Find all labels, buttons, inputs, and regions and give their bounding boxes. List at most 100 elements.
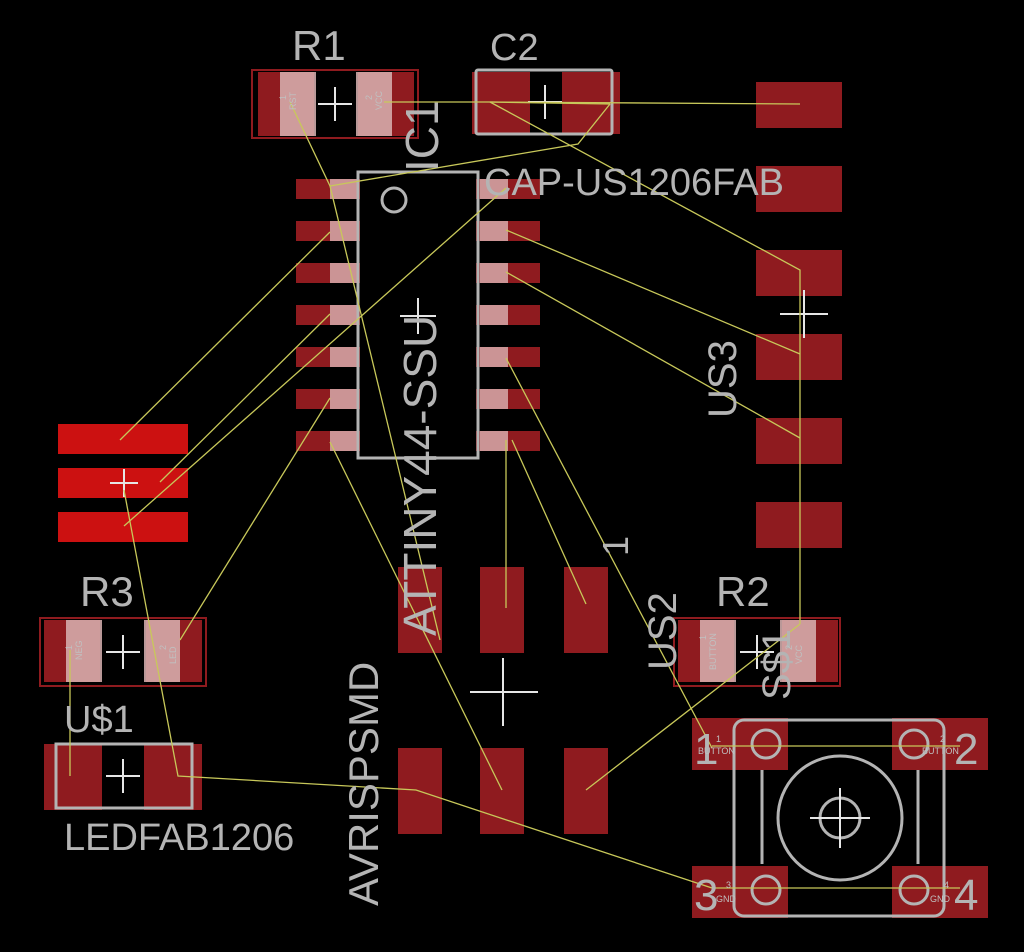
- sw-pin-2: 2: [954, 725, 978, 774]
- r1-pad1-num: 1: [278, 95, 288, 100]
- r2-pad1-num: 1: [698, 635, 708, 640]
- r3-name: R3: [80, 568, 134, 615]
- ic1-value: ATTINY44-SSU: [394, 315, 446, 636]
- r2-origin: [740, 635, 774, 669]
- us3-pad-1[interactable]: [756, 82, 842, 128]
- airwire-15: [329, 441, 503, 791]
- airwire-5: [329, 103, 611, 187]
- ic1-hl-r1: [480, 179, 508, 199]
- ic1-hl-r5: [480, 347, 508, 367]
- ic1-hl-l5: [330, 347, 358, 367]
- ic1-pin1-mark: [380, 186, 408, 214]
- r3-outline: [39, 617, 207, 687]
- avr-pad-1[interactable]: [564, 567, 608, 653]
- ic1-pad-highlights: [330, 179, 508, 451]
- us1-origin: [106, 759, 140, 793]
- sw-pad4-net: GND: [930, 894, 951, 904]
- sw-pad-1[interactable]: [692, 718, 788, 770]
- r3-pad1-num: 1: [64, 645, 74, 650]
- us1-outline: [54, 742, 194, 810]
- airwire-18: [585, 623, 801, 791]
- avr-origin: [470, 658, 538, 726]
- airwire-4: [489, 101, 801, 624]
- ic1-hl-l4: [330, 305, 358, 325]
- us1-value: LEDFAB1206: [64, 817, 294, 859]
- labels: R1 C2 CAP-US1206FAB IC1 IC1 ATTINY44-SSU…: [64, 22, 978, 920]
- ic1-hl-l7: [330, 431, 358, 451]
- r1-body-left: [280, 72, 316, 136]
- r3-origin: [106, 635, 140, 669]
- c2-name: C2: [490, 27, 539, 69]
- ic1-hl-l2: [330, 221, 358, 241]
- r2-pad1-net: BUTTON: [708, 633, 718, 670]
- r2-body-left: [700, 620, 736, 682]
- ic1-hl-r4: [480, 305, 508, 325]
- ic1-hl-r2: [480, 221, 508, 241]
- sw-pad1-num: 1: [716, 734, 721, 744]
- avr-pad-4[interactable]: [480, 748, 524, 834]
- ic1-name-label: IC1: [396, 100, 448, 172]
- us3-pad-3[interactable]: [756, 250, 842, 296]
- avr-pad-5[interactable]: [398, 567, 442, 653]
- r2-pad2-net: VCC: [794, 644, 804, 664]
- sw-pad-3[interactable]: [692, 866, 788, 918]
- us3-pad-5[interactable]: [756, 418, 842, 464]
- us3-pad-6[interactable]: [756, 502, 842, 548]
- airwire-8: [505, 229, 801, 355]
- us3-pad-2[interactable]: [756, 166, 842, 212]
- r1-pad2-net: VCC: [374, 90, 384, 110]
- ic1-hl-r3: [480, 263, 508, 283]
- header-pad-1[interactable]: [58, 424, 188, 454]
- avr-pad-3[interactable]: [480, 567, 524, 653]
- r2-outline: [673, 617, 841, 687]
- ic1-outline: [356, 170, 480, 460]
- r3-body-left: [66, 620, 102, 682]
- airwire-3: [489, 101, 801, 105]
- sw-corner-3: [750, 874, 782, 906]
- ic1-hl-r7: [480, 431, 508, 451]
- ic1-hl-l6: [330, 389, 358, 409]
- r1-pad2-num: 2: [364, 95, 374, 100]
- sw-pad3-num: 3: [726, 880, 731, 890]
- airwire-14: [511, 439, 587, 605]
- r1-outline: [251, 69, 419, 139]
- avr-name: AVRISPSMD: [340, 662, 387, 906]
- sw-name: S$1: [755, 629, 799, 700]
- us1-pad-1[interactable]: [44, 744, 102, 810]
- avr-pad-2[interactable]: [564, 748, 608, 834]
- r1-name: R1: [292, 22, 346, 69]
- sw-pad-4[interactable]: [892, 866, 988, 918]
- r2-pad2-num: 2: [784, 645, 794, 650]
- sw-pin-3: 3: [694, 871, 718, 920]
- ic1-hl-l1: [330, 179, 358, 199]
- r2-name: R2: [716, 568, 770, 615]
- airwire-7: [123, 187, 507, 527]
- silkscreen: [39, 68, 946, 918]
- airwire-11: [505, 357, 713, 749]
- sw-pad2-net: BUTTON: [922, 746, 959, 756]
- r3-pad2-num: 2: [158, 645, 168, 650]
- airwire-10: [159, 313, 331, 483]
- r3-pad1-net: NEG: [74, 640, 84, 660]
- sw-pad3-net: GND: [716, 894, 737, 904]
- ic1-hl-r6: [480, 389, 508, 409]
- sw-corner-1: [750, 728, 782, 760]
- sw-pad-2[interactable]: [892, 718, 988, 770]
- airwires: [69, 101, 960, 889]
- airwire-16: [123, 489, 713, 889]
- sw-corner-4: [898, 874, 930, 906]
- sw-corner-2: [898, 728, 930, 760]
- airwire-9: [505, 271, 801, 439]
- us3-origin: [780, 290, 828, 338]
- sw-body: [732, 718, 946, 918]
- ic1-hl-l3: [330, 263, 358, 283]
- header-pad-3[interactable]: [58, 512, 188, 542]
- pad-labels: 1 RST 2 VCC 1 NEG 2 LED 1 BUTTON 2 VCC 1…: [64, 90, 959, 904]
- sw-origin: [810, 788, 870, 848]
- avr-pin1: 1: [595, 536, 636, 556]
- ic1-origin: [400, 298, 436, 334]
- c2-value: CAP-US1206FAB: [484, 162, 784, 204]
- sw-pin-4: 4: [954, 871, 978, 920]
- r1-body-right: [356, 72, 392, 136]
- sw-pin-1: 1: [694, 725, 718, 774]
